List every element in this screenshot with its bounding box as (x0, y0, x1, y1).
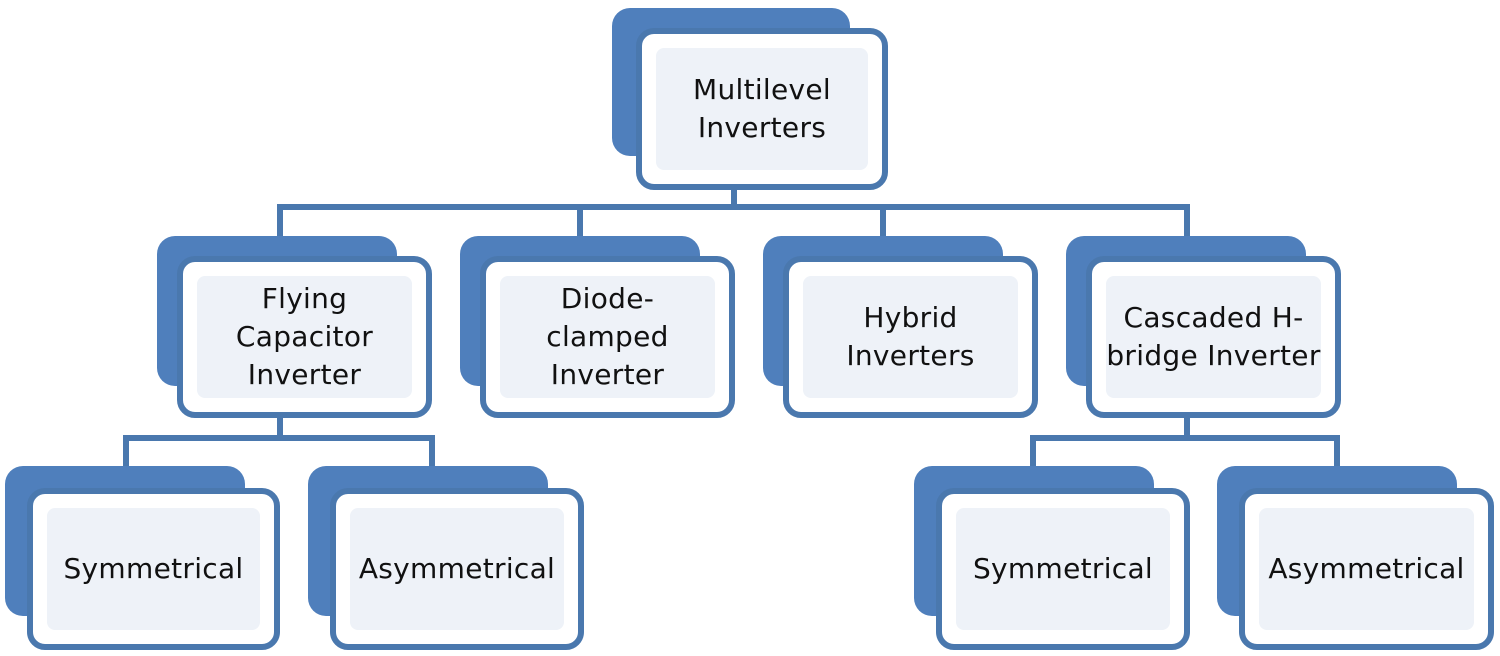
node-box: Asymmetrical (330, 488, 584, 650)
connector-to-hybrid (880, 204, 886, 238)
node-label: Hybrid Inverters (846, 301, 975, 372)
node-label: Cascaded H- bridge Inverter (1106, 301, 1321, 372)
node-label: Asymmetrical (1268, 552, 1465, 585)
node-box: Cascaded H- bridge Inverter (1086, 256, 1341, 418)
connector-root-stem (731, 186, 737, 210)
connector-to-flying-symmetrical (123, 435, 129, 467)
node-cascaded-asymmetrical: Asymmetrical (1217, 466, 1494, 650)
connector-level1-bar (277, 204, 1190, 210)
node-box: Symmetrical (936, 488, 1190, 650)
node-flying-capacitor-symmetrical: Symmetrical (5, 466, 280, 650)
node-cascaded-symmetrical: Symmetrical (914, 466, 1190, 650)
node-label: Asymmetrical (358, 552, 556, 585)
connector-flying-bar (123, 435, 435, 441)
node-cascaded-h-bridge-inverter: Cascaded H- bridge Inverter (1066, 236, 1341, 418)
node-diode-clamped-inverter: Diode- clamped Inverter (460, 236, 735, 418)
node-label: Flying Capacitor Inverter (235, 282, 374, 391)
connector-to-cascaded-asymmetrical (1334, 435, 1340, 467)
connector-to-cascaded-symmetrical (1030, 435, 1036, 467)
node-box: Diode- clamped Inverter (480, 256, 735, 418)
connector-to-flying-capacitor (277, 204, 283, 238)
connector-to-cascaded (1184, 204, 1190, 238)
node-box: Asymmetrical (1239, 488, 1494, 650)
node-flying-capacitor-inverter: Flying Capacitor Inverter (157, 236, 432, 418)
node-multilevel-inverters: Multilevel Inverters (612, 8, 888, 190)
node-box: Symmetrical (27, 488, 280, 650)
connector-to-flying-asymmetrical (429, 435, 435, 467)
node-box: Multilevel Inverters (636, 28, 888, 190)
node-box: Hybrid Inverters (783, 256, 1038, 418)
connector-cascaded-stem (1184, 414, 1190, 440)
node-label: Diode- clamped Inverter (546, 282, 669, 391)
node-flying-capacitor-asymmetrical: Asymmetrical (308, 466, 584, 650)
connector-to-diode-clamped (577, 204, 583, 238)
node-label: Symmetrical (63, 552, 244, 585)
node-hybrid-inverters: Hybrid Inverters (763, 236, 1038, 418)
connector-cascaded-bar (1030, 435, 1340, 441)
node-label: Multilevel Inverters (692, 73, 832, 144)
node-label: Symmetrical (972, 552, 1154, 585)
connector-flying-stem (277, 414, 283, 440)
node-box: Flying Capacitor Inverter (177, 256, 432, 418)
